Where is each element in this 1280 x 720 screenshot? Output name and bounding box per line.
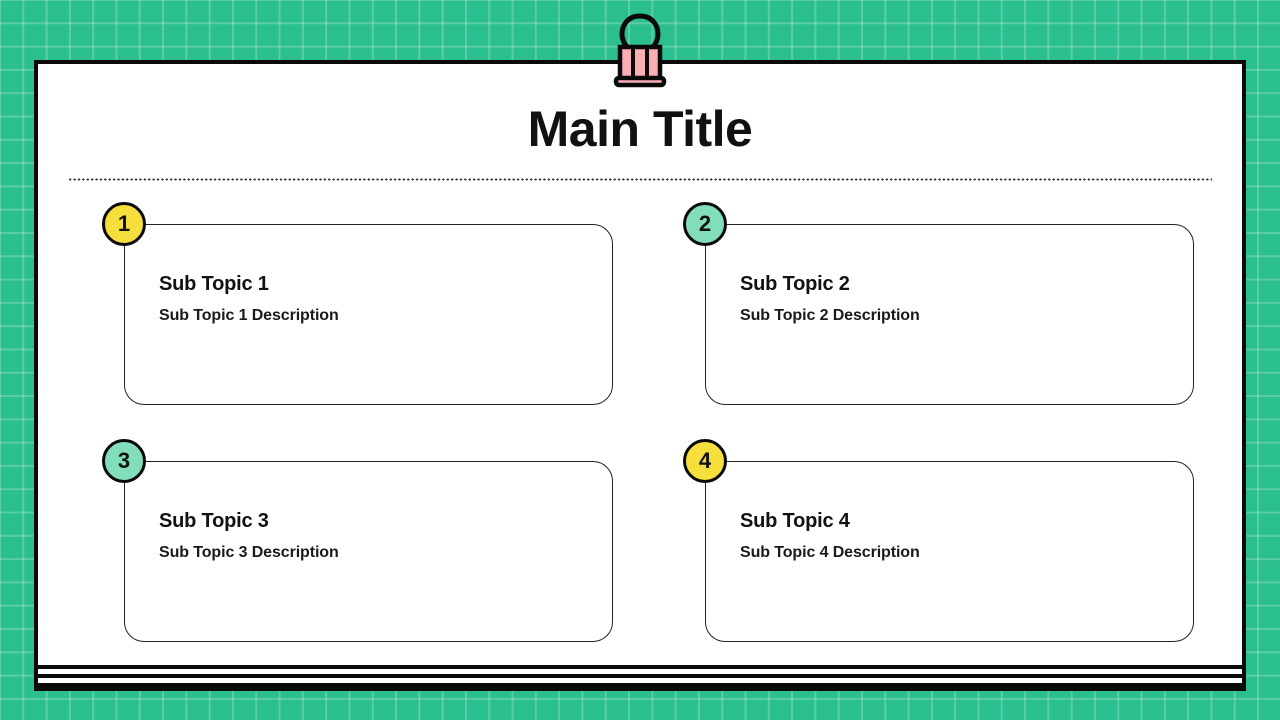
topic-cell-1: Sub Topic 1 Sub Topic 1 Description 1: [94, 202, 613, 405]
topic-text-3: Sub Topic 3 Sub Topic 3 Description: [159, 510, 592, 562]
topic-badge-3[interactable]: 3: [102, 439, 146, 483]
binder-clip-icon: [613, 13, 667, 88]
topic-grid: Sub Topic 1 Sub Topic 1 Description 1 Su…: [94, 202, 1194, 642]
bottom-stripe-gap-2: [38, 678, 1242, 683]
topic-description-3: Sub Topic 3 Description: [159, 544, 339, 561]
title-block: Main Title: [68, 104, 1212, 154]
topic-badge-4[interactable]: 4: [683, 439, 727, 483]
topic-description-2: Sub Topic 2 Description: [740, 307, 920, 324]
bottom-stripe-3: [38, 683, 1242, 687]
topic-text-4: Sub Topic 4 Sub Topic 4 Description: [740, 510, 1173, 562]
topic-text-2: Sub Topic 2 Sub Topic 2 Description: [740, 273, 1173, 325]
topic-badge-1[interactable]: 1: [102, 202, 146, 246]
topic-card-2[interactable]: Sub Topic 2 Sub Topic 2 Description: [705, 224, 1194, 405]
topic-heading-2: Sub Topic 2: [740, 273, 850, 295]
title-divider: [68, 178, 1212, 181]
topic-heading-3: Sub Topic 3: [159, 510, 269, 532]
topic-cell-2: Sub Topic 2 Sub Topic 2 Description 2: [675, 202, 1194, 405]
topic-description-4: Sub Topic 4 Description: [740, 544, 920, 561]
topic-card-3[interactable]: Sub Topic 3 Sub Topic 3 Description: [124, 461, 613, 642]
page-title: Main Title: [527, 101, 753, 157]
bottom-stripes: [38, 657, 1242, 687]
bottom-stripe-1: [38, 665, 1242, 669]
slide-content-area: Main Title Sub Topic 1 Sub Topic 1 Descr…: [38, 64, 1242, 687]
topic-heading-1: Sub Topic 1: [159, 273, 269, 295]
slide-card: Main Title Sub Topic 1 Sub Topic 1 Descr…: [34, 60, 1246, 691]
bottom-stripe-2: [38, 674, 1242, 678]
topic-heading-4: Sub Topic 4: [740, 510, 850, 532]
topic-badge-2[interactable]: 2: [683, 202, 727, 246]
topic-cell-3: Sub Topic 3 Sub Topic 3 Description 3: [94, 439, 613, 642]
topic-text-1: Sub Topic 1 Sub Topic 1 Description: [159, 273, 592, 325]
topic-card-4[interactable]: Sub Topic 4 Sub Topic 4 Description: [705, 461, 1194, 642]
topic-description-1: Sub Topic 1 Description: [159, 307, 339, 324]
topic-cell-4: Sub Topic 4 Sub Topic 4 Description 4: [675, 439, 1194, 642]
topic-card-1[interactable]: Sub Topic 1 Sub Topic 1 Description: [124, 224, 613, 405]
bottom-stripe-gap-1: [38, 669, 1242, 674]
